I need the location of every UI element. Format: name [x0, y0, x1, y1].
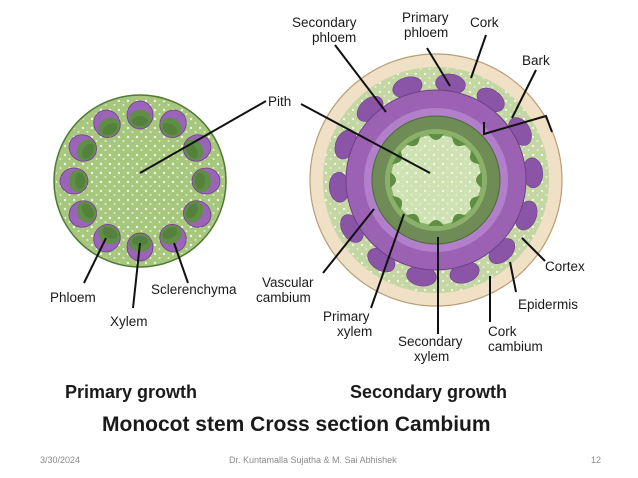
heading-primary-growth: Primary growth	[65, 382, 197, 402]
primary-vascular-bundles	[59, 100, 221, 262]
bundle-xylem-core	[102, 227, 118, 239]
secondary-phloem-leader	[334, 44, 387, 113]
vascular-cambium-leader	[322, 208, 375, 274]
leader-lines	[83, 34, 546, 334]
epidermis-leader	[509, 261, 517, 293]
primary-xylem-tooth	[392, 196, 403, 210]
vascular-bundle	[59, 167, 89, 195]
sclerenchyma-leader	[173, 242, 189, 284]
bundle-xylem-core	[82, 203, 94, 219]
primary-xylem-teeth	[390, 134, 482, 226]
label-vascular-cambium-1: Vascular	[262, 275, 314, 290]
labels: Pith Phloem Xylem Sclerenchyma Vascular …	[50, 10, 585, 364]
heading-secondary-growth: Secondary growth	[350, 382, 507, 402]
label-cork-cambium-1: Cork	[488, 324, 517, 339]
label-phloem: Phloem	[50, 290, 96, 305]
vascular-bundle	[183, 200, 212, 228]
bundle-xylem-core	[162, 123, 178, 135]
bark-bracket	[483, 114, 553, 136]
footer-date: 3/30/2024	[40, 455, 80, 465]
main-title: Monocot stem Cross section Cambium	[102, 413, 491, 436]
vascular-bundle	[191, 167, 221, 195]
label-primary-xylem-1: Primary	[323, 309, 370, 324]
vascular-bundle	[126, 100, 154, 130]
bundle-xylem-core	[186, 143, 198, 159]
secondary-stem	[309, 53, 563, 307]
primary-xylem-tooth	[390, 172, 396, 188]
primary-xylem-tooth	[392, 150, 403, 164]
label-xylem: Xylem	[110, 314, 148, 329]
footer-page-number: 12	[591, 455, 601, 465]
primary-xylem-tooth	[476, 172, 482, 188]
pith-leader-left	[139, 100, 267, 174]
bark-leader	[511, 69, 537, 119]
footer-authors: Dr. Kuntamalla Sujatha & M. Sai Abhishek	[229, 455, 397, 465]
phloem-leader	[83, 237, 107, 284]
label-sclerenchyma: Sclerenchyma	[151, 282, 237, 297]
bundle-xylem-core	[186, 203, 198, 219]
primary-xylem-tooth	[428, 134, 444, 140]
label-primary-xylem-2: xylem	[337, 324, 372, 339]
label-cork: Cork	[470, 15, 499, 30]
bundle-xylem-core	[75, 173, 85, 189]
label-secondary-xylem-2: xylem	[414, 349, 449, 364]
label-bark: Bark	[522, 53, 550, 68]
primary-phloem-leader	[426, 47, 451, 87]
primary-xylem-tooth	[406, 213, 420, 224]
primary-xylem-leader	[370, 213, 405, 309]
bundle-xylem-core	[132, 116, 148, 126]
vascular-bundle	[68, 200, 97, 228]
bundle-xylem-core	[195, 173, 205, 189]
primary-xylem-tooth	[469, 150, 480, 164]
xylem-leader	[132, 242, 141, 309]
primary-xylem-tooth	[452, 213, 466, 224]
vascular-bundle	[68, 134, 97, 162]
primary-xylem-tooth	[406, 136, 420, 147]
label-epidermis: Epidermis	[518, 297, 578, 312]
vascular-bundle	[93, 224, 121, 253]
cortex-leader	[521, 237, 546, 262]
bundle-xylem-core	[132, 236, 148, 246]
bundle-xylem-core	[102, 123, 118, 135]
primary-stem	[53, 94, 227, 268]
vascular-bundle	[159, 224, 187, 253]
label-cork-cambium-2: cambium	[488, 339, 543, 354]
label-secondary-phloem-1: Secondary	[292, 15, 357, 30]
vascular-bundle	[183, 134, 212, 162]
label-cortex: Cortex	[545, 259, 585, 274]
pith-leader-right	[300, 103, 431, 174]
vascular-bundle	[159, 109, 187, 138]
bundle-xylem-core	[82, 143, 94, 159]
primary-xylem-tooth	[469, 196, 480, 210]
bundle-xylem-core	[162, 227, 178, 239]
cork-leader	[470, 34, 487, 79]
label-primary-phloem-2: phloem	[404, 25, 448, 40]
primary-xylem-tooth	[452, 136, 466, 147]
primary-phloem-caps	[328, 73, 544, 287]
pith-texture	[391, 135, 481, 225]
label-secondary-xylem-1: Secondary	[398, 334, 463, 349]
label-primary-phloem-1: Primary	[402, 10, 449, 25]
primary-xylem-tooth	[428, 220, 444, 226]
label-vascular-cambium-2: cambium	[256, 290, 311, 305]
vascular-bundle	[93, 109, 121, 138]
label-secondary-phloem-2: phloem	[312, 30, 356, 45]
label-pith: Pith	[268, 94, 291, 109]
primary-parenchyma-texture	[56, 97, 224, 265]
